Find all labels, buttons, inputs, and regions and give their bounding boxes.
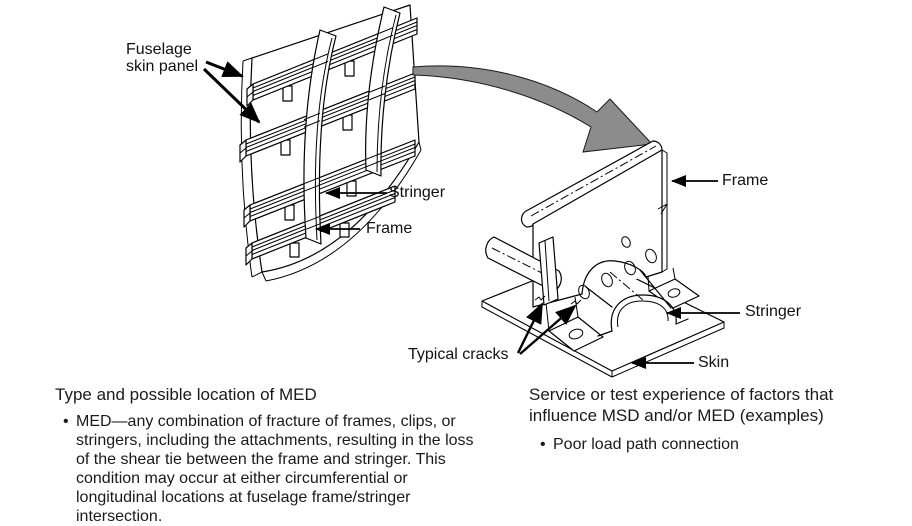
fuselage-skin-panel-arrow-2	[202, 67, 261, 124]
typical-cracks-arrow-1	[516, 302, 544, 354]
label-stringer-panel: Stringer	[389, 184, 446, 201]
left-caption-bullet: MED—any combination of fracture of frame…	[63, 412, 478, 526]
crack-marks	[534, 295, 582, 305]
stringer-hat-section	[581, 260, 689, 337]
typical-cracks-arrow-2	[519, 304, 577, 355]
bullet-dot	[63, 412, 76, 526]
left-caption-bullet-text: MED—any combination of fracture of frame…	[76, 413, 474, 525]
bullet-dot	[540, 435, 553, 454]
fuselage-panel-drawing	[239, 4, 422, 282]
label-skin-detail: Skin	[698, 354, 730, 371]
frame-web	[533, 150, 662, 307]
detail-drawing	[481, 140, 725, 378]
label-stringer-detail: Stringer	[745, 303, 802, 320]
panel-frames	[303, 6, 401, 245]
label-frame-panel: Frame	[366, 220, 413, 237]
callout-arrows	[202, 60, 740, 369]
shear-clip	[538, 236, 559, 306]
right-caption-bullet-text: Poor load path connection	[553, 436, 739, 453]
fuselage-skin-panel-arrow-1	[205, 60, 244, 78]
right-caption-bullet: Poor load path connection	[540, 435, 870, 454]
zoom-arrow	[412, 65, 654, 153]
left-caption-heading: Type and possible location of MED	[55, 385, 317, 404]
frame-feet	[545, 267, 700, 352]
label-typical-cracks: Typical cracks	[408, 346, 509, 363]
right-caption-heading: Service or test experience of factors th…	[529, 385, 834, 425]
label-frame-detail: Frame	[722, 172, 769, 189]
label-fuselage-skin-panel: Fuselage skin panel	[126, 41, 199, 75]
frame-holes	[578, 236, 657, 300]
